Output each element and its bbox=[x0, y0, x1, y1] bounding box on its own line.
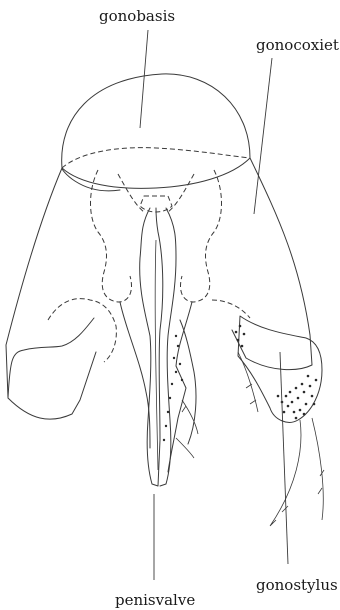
left-lobe-inner-contour bbox=[48, 299, 116, 362]
penis-valve-right bbox=[160, 208, 176, 486]
leader-gonocoxiet bbox=[254, 58, 272, 214]
gonobasis-outline bbox=[62, 74, 250, 188]
label-penisvalve: penisvalve bbox=[115, 591, 195, 609]
gonostylus-hair bbox=[270, 420, 301, 526]
label-gonocoxiet: gonocoxiet bbox=[256, 36, 339, 54]
valve-branch-right bbox=[180, 320, 196, 444]
gonostylus-hair bbox=[238, 352, 258, 412]
inner-plate-left bbox=[118, 174, 144, 212]
basal-ring-dashed bbox=[62, 148, 250, 168]
right-lobe-inner-contour bbox=[212, 300, 250, 318]
valve-wing-right bbox=[168, 302, 192, 472]
valve-stipple bbox=[163, 335, 183, 441]
inner-apodeme-right bbox=[181, 170, 222, 302]
penis-valve-left bbox=[140, 208, 163, 486]
valve-wing-left bbox=[120, 302, 150, 448]
gonostylus-stipple bbox=[235, 325, 318, 420]
leader-gonobasis bbox=[140, 30, 148, 128]
valve-hair bbox=[176, 438, 194, 458]
left-lower-lobe bbox=[8, 318, 94, 398]
gonostylus-hair bbox=[312, 418, 324, 520]
valve-median-line bbox=[155, 240, 158, 470]
label-gonobasis: gonobasis bbox=[99, 7, 175, 25]
leader-gonostylus bbox=[280, 352, 288, 564]
label-gonostylus: gonostylus bbox=[256, 576, 338, 594]
